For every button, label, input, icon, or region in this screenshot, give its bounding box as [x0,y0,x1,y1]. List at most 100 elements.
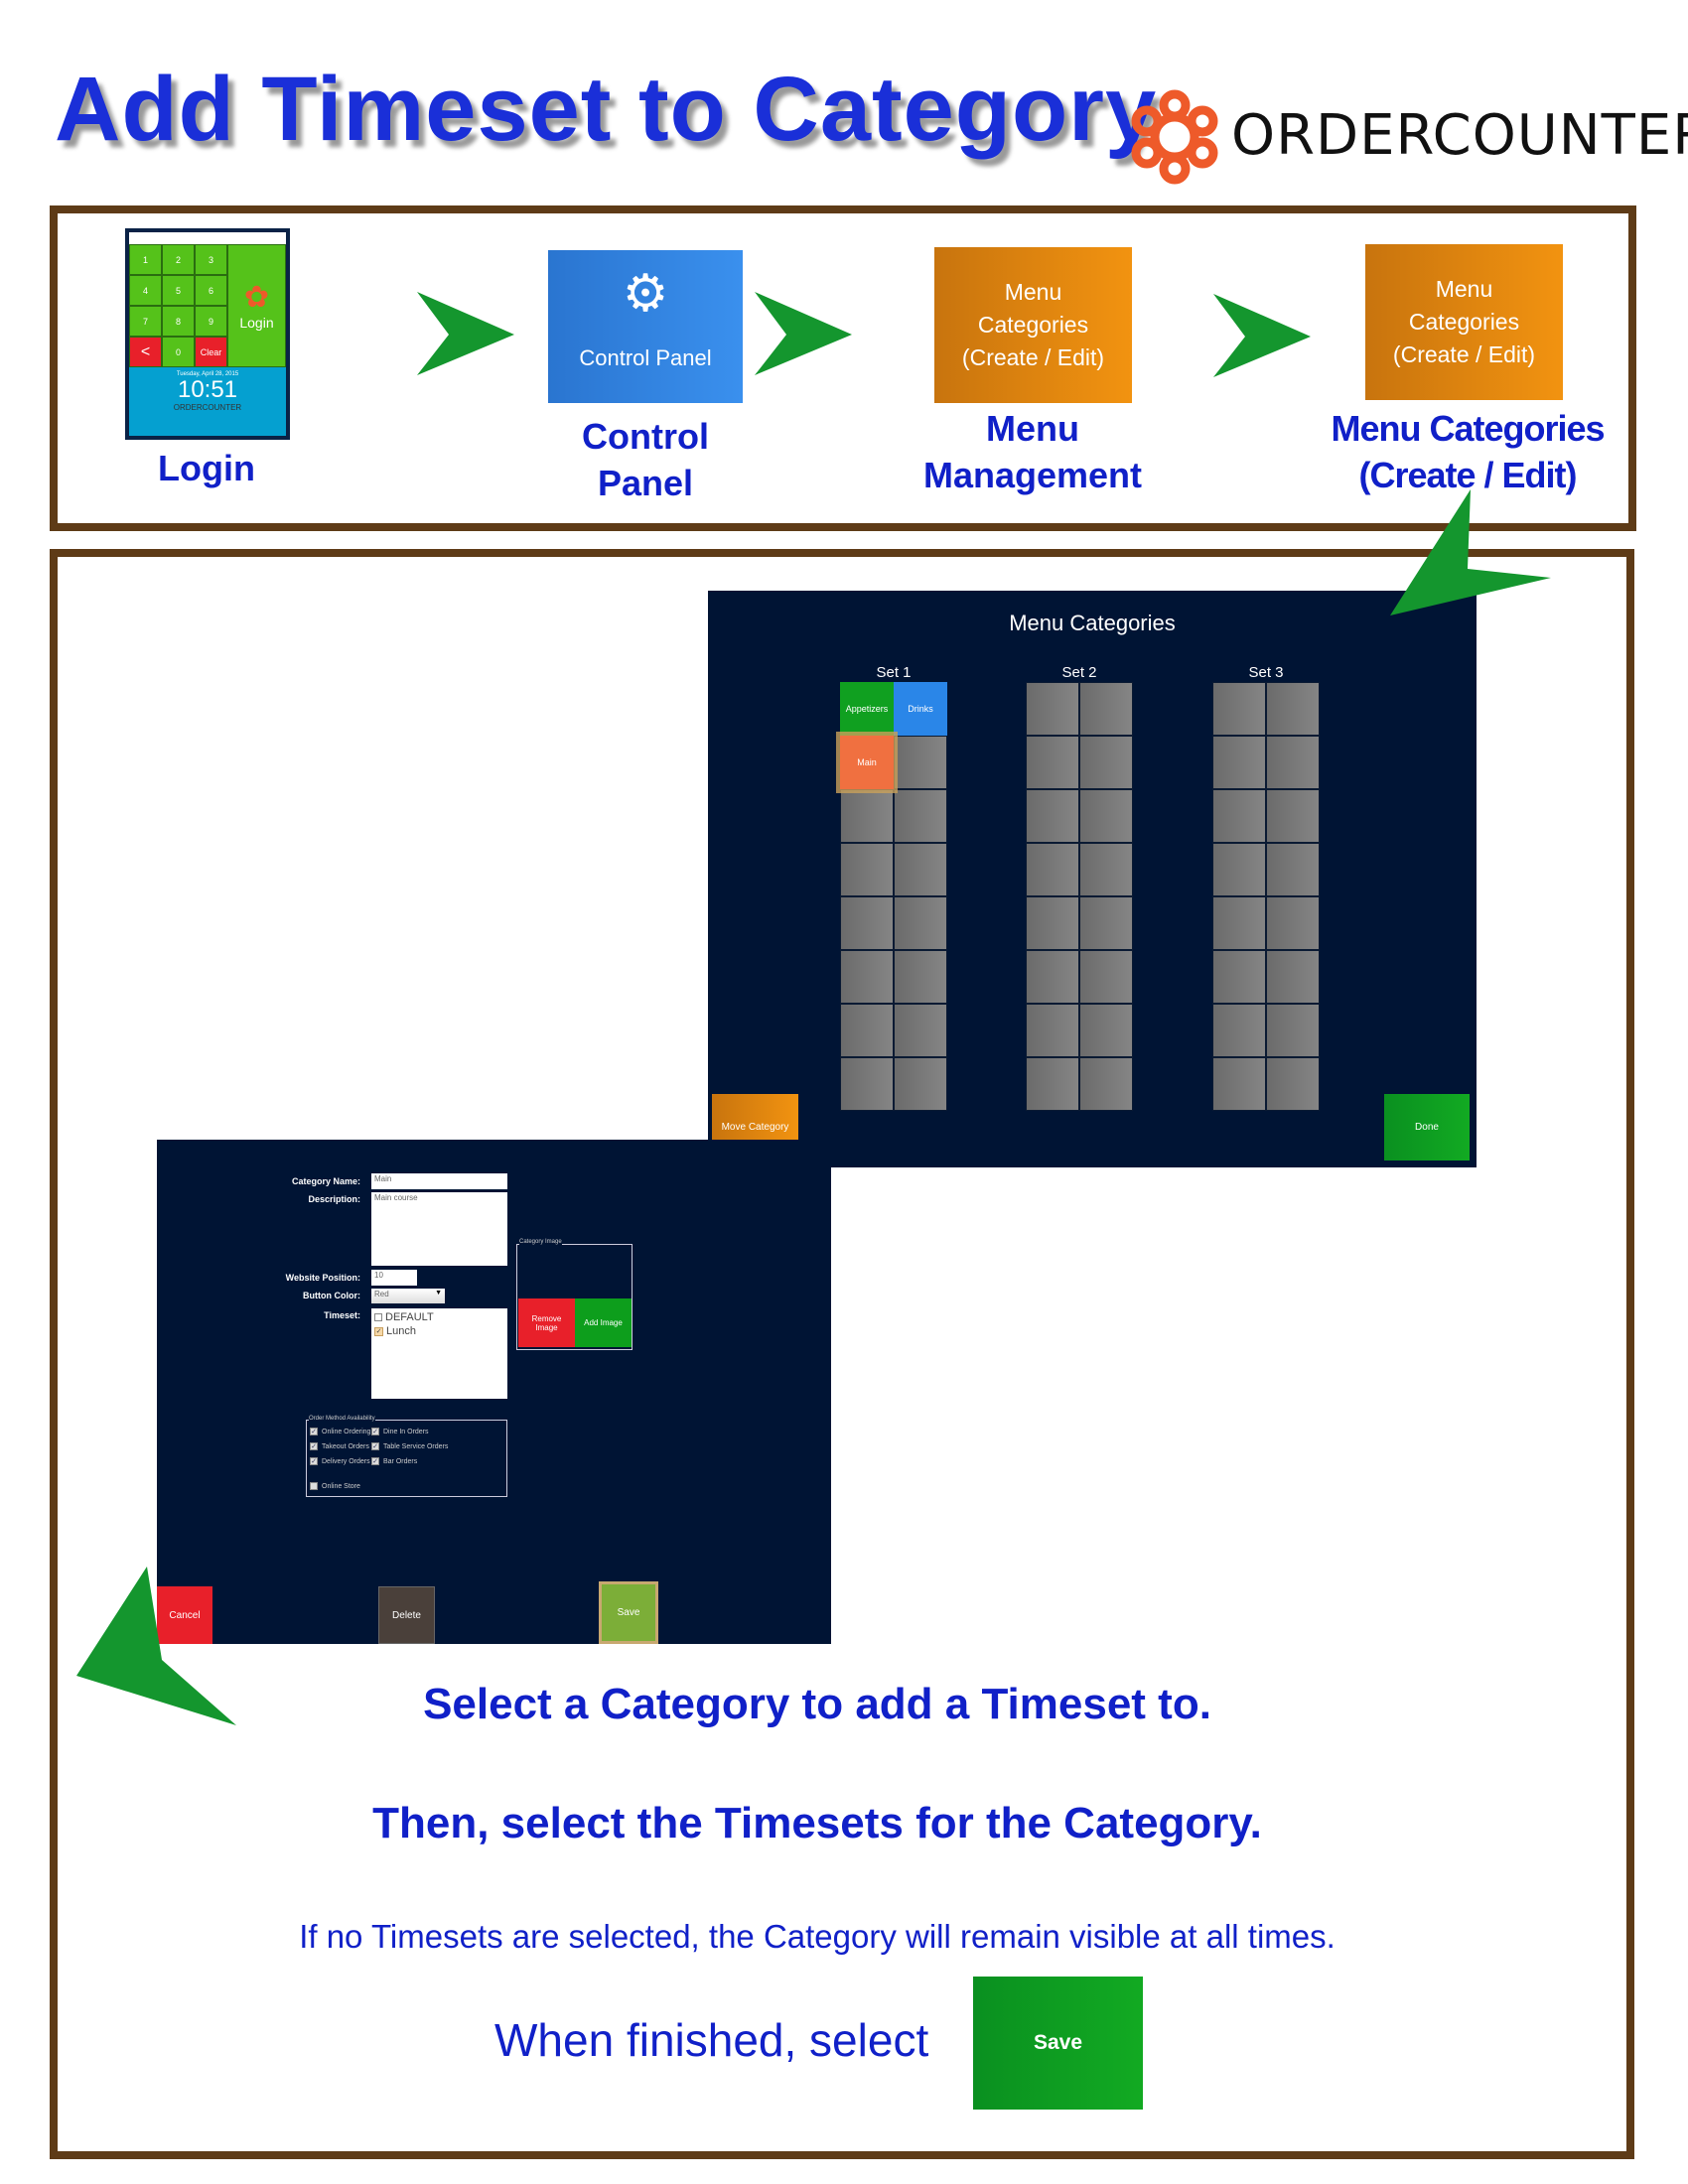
timeset-label: Timeset: [324,1310,360,1320]
checkbox-label: Bar Orders [383,1457,418,1465]
menu-categories-tile[interactable]: Menu Categories (Create / Edit) [934,247,1132,403]
login-screen-thumbnail[interactable]: 1 2 3 4 5 6 7 8 9 < 0 Clear ✿ Login Tues… [125,228,290,440]
category-slot[interactable] [1026,843,1079,896]
tile-line: Menu [1004,279,1062,305]
order-method-checkbox[interactable]: ✓Takeout Orders [310,1442,369,1450]
save-button[interactable]: Save [599,1581,658,1644]
category-slot[interactable] [1026,950,1079,1004]
keypad-key[interactable]: 7 [129,306,162,337]
category-slot[interactable] [1079,789,1133,843]
category-button[interactable]: Drinks [894,682,947,736]
category-slot[interactable] [1026,789,1079,843]
category-slot[interactable] [1212,682,1266,736]
category-slot[interactable] [1212,950,1266,1004]
keypad-key[interactable]: 9 [195,306,227,337]
category-slot[interactable] [840,1057,894,1111]
category-slot[interactable] [1079,1004,1133,1057]
order-method-checkbox[interactable]: ✓Table Service Orders [371,1442,449,1450]
category-slot[interactable] [1079,896,1133,950]
clear-key[interactable]: Clear [195,337,227,367]
category-slot[interactable] [1212,843,1266,896]
category-slot[interactable] [894,1057,947,1111]
category-slot[interactable] [894,896,947,950]
category-slot[interactable] [1079,682,1133,736]
category-slot[interactable] [894,843,947,896]
category-slot[interactable] [1212,896,1266,950]
category-slot[interactable] [894,789,947,843]
timeset-item[interactable]: DEFAULT [374,1311,504,1323]
cancel-button[interactable]: Cancel [157,1586,212,1644]
category-slot[interactable] [1026,682,1079,736]
control-panel-tile[interactable]: ⚙ Control Panel [548,250,743,403]
category-slot[interactable] [894,950,947,1004]
category-slot[interactable] [1266,896,1320,950]
category-slot[interactable] [1026,1057,1079,1111]
category-slot[interactable] [1266,843,1320,896]
category-slot[interactable] [840,950,894,1004]
description-textarea[interactable]: Main course [371,1192,507,1266]
category-slot[interactable] [1212,1057,1266,1111]
category-slot[interactable] [1266,682,1320,736]
keypad-key[interactable]: 2 [162,244,195,275]
category-slot[interactable] [1079,843,1133,896]
category-button[interactable]: Appetizers [840,682,894,736]
delete-button[interactable]: Delete [378,1586,435,1644]
category-slot[interactable] [1266,950,1320,1004]
keypad-key[interactable]: 5 [162,275,195,306]
category-slot[interactable] [1266,1004,1320,1057]
keypad-key[interactable]: 4 [129,275,162,306]
category-slot[interactable] [1212,789,1266,843]
order-method-checkbox[interactable]: ✓Dine In Orders [371,1428,429,1435]
timeset-item[interactable]: ✓ Lunch [374,1325,504,1337]
category-slot[interactable] [1026,736,1079,789]
category-slot[interactable] [1266,1057,1320,1111]
save-button-example: Save [973,1977,1143,2110]
step-label-control-panel: Control Panel [546,413,745,506]
category-slot[interactable] [894,1004,947,1057]
order-method-checkbox[interactable]: ✓Delivery Orders [310,1457,370,1465]
keypad-key[interactable]: 0 [162,337,195,367]
remove-image-button[interactable]: Remove Image [518,1298,575,1347]
keypad-key[interactable]: 8 [162,306,195,337]
button-color-select[interactable]: Red ▼ [371,1289,445,1303]
add-image-button[interactable]: Add Image [575,1298,632,1347]
category-slot[interactable] [1079,950,1133,1004]
order-method-checkbox[interactable]: ✓Online Ordering [310,1428,371,1435]
category-slot[interactable] [1266,736,1320,789]
step-label-line: Management [922,455,1143,495]
order-method-checkbox[interactable]: Online Store [310,1482,360,1490]
category-slot[interactable] [840,843,894,896]
category-name-input[interactable]: Main [371,1173,507,1189]
backspace-key[interactable]: < [129,337,162,367]
category-slot[interactable] [1079,1057,1133,1111]
menu-categories-tile[interactable]: Menu Categories (Create / Edit) [1365,244,1563,400]
order-method-checkbox[interactable]: ✓Bar Orders [371,1457,418,1465]
category-slot[interactable] [1212,1004,1266,1057]
tile-line: Categories [977,312,1089,338]
keypad-key[interactable]: 1 [129,244,162,275]
category-slot[interactable] [1026,1004,1079,1057]
flower-icon: ✿ [243,281,270,314]
category-slot[interactable] [840,896,894,950]
category-slot[interactable] [1026,896,1079,950]
category-slot[interactable] [894,736,947,789]
category-slot[interactable] [1212,736,1266,789]
category-slot[interactable] [840,789,894,843]
category-slot[interactable] [1266,789,1320,843]
step-label-line: Menu [986,408,1079,449]
checkbox-unchecked[interactable] [374,1313,382,1321]
category-edit-screen: Category Name: Main Description: Main co… [157,1140,831,1644]
step-label-menu-management: Menu Management [884,405,1182,498]
keypad-key[interactable]: 3 [195,244,227,275]
category-slot[interactable] [840,1004,894,1057]
done-button[interactable]: Done [1384,1094,1470,1160]
checkbox-checked[interactable]: ✓ [374,1326,383,1336]
keypad-key[interactable]: 6 [195,275,227,306]
website-position-input[interactable]: 10 [371,1270,417,1286]
navigation-steps-frame [50,205,1636,531]
login-key[interactable]: ✿ Login [227,244,286,367]
time-text: 10:51 [177,376,238,403]
login-key-label: Login [239,315,274,331]
category-slot[interactable] [1079,736,1133,789]
category-button[interactable]: Main [836,732,898,793]
